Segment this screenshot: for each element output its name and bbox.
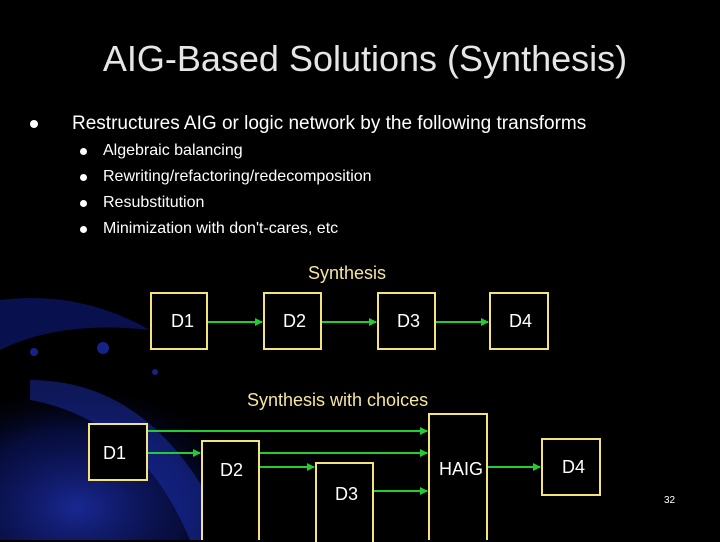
bullet-dot [80,226,87,233]
node-d4-choice: D4 [541,438,601,496]
node-label: D1 [103,443,127,463]
slide-title: AIG-Based Solutions (Synthesis) [102,38,628,79]
node-d1-choice: D1 [88,423,148,481]
node-label: D3 [397,311,421,331]
node-d1: D1 [150,292,208,350]
node-label: D3 [335,484,359,504]
sub-bullet-text: Minimization with don't-cares, etc [103,220,339,237]
bullet-dot [80,148,87,155]
page-number: 32 [664,495,676,506]
node-d3: D3 [377,292,436,350]
sub-bullet-text: Algebraic balancing [103,142,243,159]
synthesis-choices-caption: Synthesis with choices [247,390,429,410]
node-d2: D2 [263,292,322,350]
node-label: D2 [220,460,244,480]
bullet-dot [80,200,87,207]
node-label: D1 [171,311,195,331]
sub-bullet-text: Rewriting/refactoring/redecomposition [103,168,372,185]
sub-bullet-text: Resubstitution [103,194,205,211]
bullet-dot [30,120,38,128]
node-haig: HAIG [428,413,488,540]
node-d4: D4 [489,292,549,350]
node-label: D4 [509,311,533,331]
node-label: D4 [562,457,586,477]
node-d2-choice: D2 [201,440,260,540]
main-bullet-text: Restructures AIG or logic network by the… [72,113,587,134]
node-label: HAIG [439,459,484,479]
node-d3-choice: D3 [315,462,374,542]
node-label: D2 [283,311,307,331]
synthesis-caption: Synthesis [308,263,387,283]
bullet-dot [80,174,87,181]
